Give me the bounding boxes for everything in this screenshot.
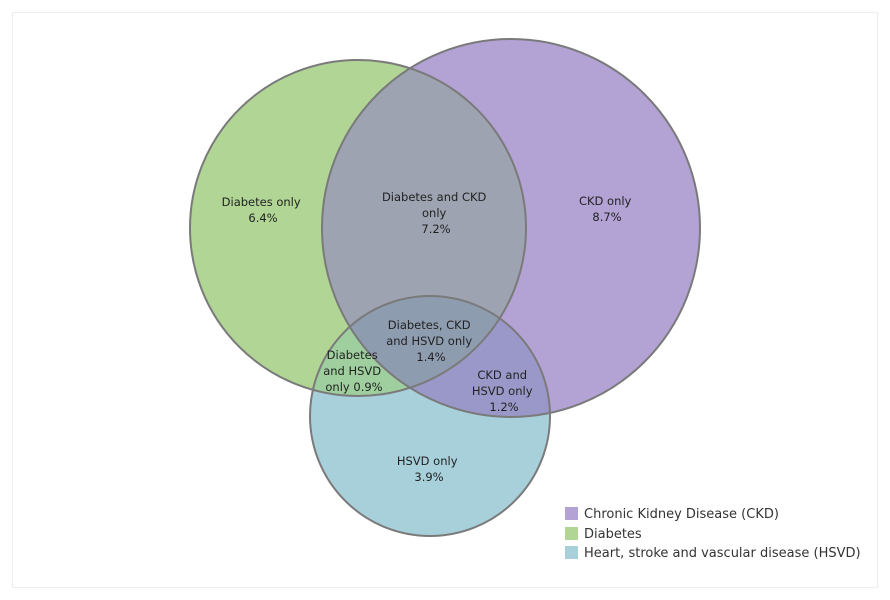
label-diabetes-only: Diabetes only 6.4%: [222, 195, 305, 225]
label-hsvd-only: HSVD only 3.9%: [397, 454, 461, 484]
outline-ckd: [321, 38, 701, 418]
label-diabetes-hsvd-only: Diabetes and HSVD only 0.9%: [323, 348, 385, 394]
legend-swatch-ckd: [565, 507, 578, 520]
legend-swatch-hsvd: [565, 546, 578, 559]
legend-label-hsvd: Heart, stroke and vascular disease (HSVD…: [584, 546, 861, 561]
label-ckd-only: CKD only 8.7%: [579, 194, 635, 224]
legend-label-diabetes: Diabetes: [584, 527, 642, 542]
label-all-three: Diabetes, CKD and HSVD only 1.4%: [386, 318, 476, 364]
outline-diabetes: [189, 59, 527, 397]
chart-frame: [12, 12, 878, 588]
label-ckd-hsvd-only: CKD and HSVD only 1.2%: [472, 368, 536, 414]
legend-label-ckd: Chronic Kidney Disease (CKD): [584, 507, 779, 522]
label-diabetes-ckd-only: Diabetes and CKD only 7.2%: [382, 190, 490, 236]
overlap-all-three: [322, 296, 526, 396]
legend: Chronic Kidney Disease (CKD) Diabetes He…: [565, 507, 861, 561]
legend-swatch-diabetes: [565, 527, 578, 540]
outline-hsvd: [309, 295, 551, 537]
